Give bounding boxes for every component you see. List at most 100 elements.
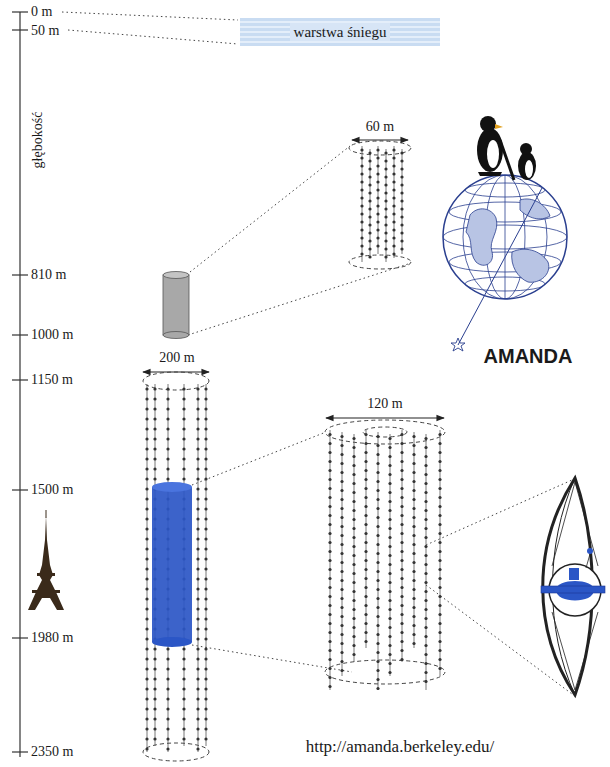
detector-string — [153, 647, 156, 650]
detector-string — [388, 644, 391, 647]
detector-string — [392, 164, 395, 167]
detector-string — [204, 667, 207, 670]
detector-string — [145, 477, 148, 480]
detector-string — [340, 615, 343, 618]
detector-string — [328, 541, 331, 544]
detector-string — [196, 697, 199, 700]
detector-string — [166, 687, 169, 690]
detector-string — [145, 387, 148, 390]
detector-string — [166, 647, 169, 650]
detector-string — [328, 442, 331, 445]
detector-string — [145, 407, 148, 410]
detector-string — [364, 559, 367, 562]
detector-string — [196, 477, 199, 480]
detector-string — [424, 509, 427, 512]
detector-string — [400, 649, 403, 652]
detector-string — [412, 489, 415, 492]
detector-string — [204, 447, 207, 450]
detector-string — [400, 207, 403, 210]
detector-string — [364, 496, 367, 499]
detector-string — [340, 543, 343, 546]
detector-string — [153, 457, 156, 460]
detector-string — [328, 433, 331, 436]
detector-string — [340, 480, 343, 483]
detector-string — [145, 467, 148, 470]
detector-string — [340, 633, 343, 636]
detector-string — [360, 220, 363, 223]
detector-string — [360, 180, 363, 183]
depth-tick: 1500 m — [30, 483, 74, 497]
detector-string — [438, 622, 441, 625]
detector-string — [360, 172, 363, 175]
detector-string — [376, 606, 379, 609]
detector-string — [352, 617, 355, 620]
detector-string — [438, 532, 441, 535]
detector-string — [340, 453, 343, 456]
detector-string — [166, 737, 169, 740]
detector-string — [340, 642, 343, 645]
detector-string — [360, 188, 363, 191]
detector-string — [400, 559, 403, 562]
detector-string — [182, 447, 185, 450]
detector-string — [204, 627, 207, 630]
detector-string — [204, 497, 207, 500]
detector-string — [182, 467, 185, 470]
detector-string — [376, 196, 379, 199]
detector-string — [376, 642, 379, 645]
detector-string — [424, 626, 427, 629]
depth-tick: 1150 m — [30, 373, 74, 387]
detector-string — [384, 191, 387, 194]
detector-string — [438, 613, 441, 616]
detector-string — [145, 717, 148, 720]
detector-string — [145, 697, 148, 700]
detector-string — [388, 509, 391, 512]
detector-string — [400, 496, 403, 499]
detector-string — [352, 635, 355, 638]
detector-string — [384, 159, 387, 162]
detector-string — [340, 588, 343, 591]
detector-string — [340, 651, 343, 654]
detector-string — [376, 204, 379, 207]
detector-string — [424, 437, 427, 440]
detector-string — [328, 505, 331, 508]
detector-string — [196, 587, 199, 590]
detector-string — [340, 534, 343, 537]
detector-string — [352, 644, 355, 647]
detector-string — [438, 523, 441, 526]
detector-string — [166, 447, 169, 450]
detector-string — [328, 487, 331, 490]
detector-string — [340, 570, 343, 573]
detector-string — [402, 430, 403, 662]
detector-string — [153, 397, 156, 400]
globe-logo — [443, 175, 567, 299]
detector-string — [196, 527, 199, 530]
detector-string — [376, 480, 379, 483]
detector-string — [438, 514, 441, 517]
detector-string — [392, 156, 395, 159]
detector-string — [376, 633, 379, 636]
detector-string — [204, 637, 207, 640]
detector-string — [166, 657, 169, 660]
detector-string — [364, 595, 367, 598]
detector-string — [376, 489, 379, 492]
detector-string — [196, 457, 199, 460]
amanda-b-detector — [325, 420, 445, 444]
detector-string — [145, 547, 148, 550]
dotted-leader — [192, 645, 352, 672]
detector-string — [352, 608, 355, 611]
detector-string — [392, 188, 395, 191]
detector-name: AMANDA — [483, 346, 574, 366]
detector-string — [438, 649, 441, 652]
detector-string — [196, 647, 199, 650]
detector-string — [376, 687, 379, 690]
detector-string — [376, 180, 379, 183]
detector-string — [400, 442, 403, 445]
optical-module — [552, 612, 575, 690]
detector-string — [182, 677, 185, 680]
optical-module — [541, 478, 605, 695]
detector-string — [360, 164, 363, 167]
detector-string — [400, 215, 403, 218]
detector-string — [368, 207, 371, 210]
detector-string — [376, 534, 379, 537]
detector-string — [340, 435, 343, 438]
